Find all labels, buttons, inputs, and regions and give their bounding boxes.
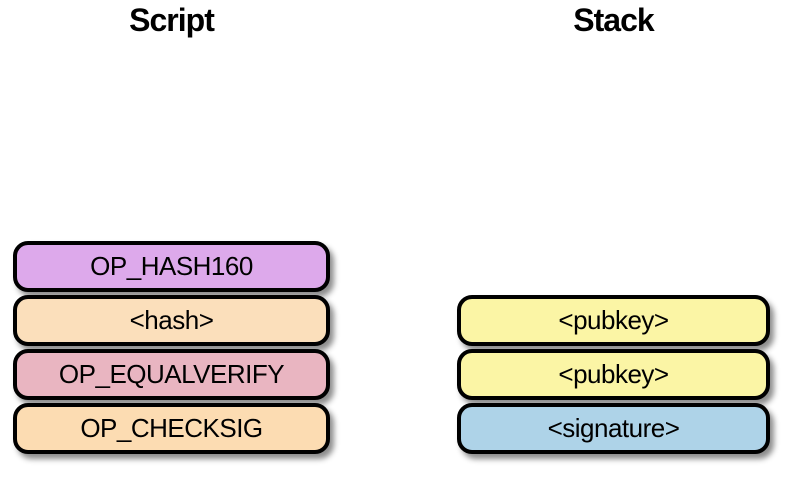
stack-column-title: Stack xyxy=(573,2,654,38)
stack-box-stack: <pubkey> <pubkey> <signature> xyxy=(457,295,770,454)
stack-pubkey-top-box: <pubkey> xyxy=(457,295,770,346)
script-hash-operand-box: <hash> xyxy=(13,295,330,346)
stack-signature-box: <signature> xyxy=(457,403,770,454)
stack-pubkey-middle-box: <pubkey> xyxy=(457,349,770,400)
script-op-hash160-box: OP_HASH160 xyxy=(13,241,330,292)
script-op-equalverify-box: OP_EQUALVERIFY xyxy=(13,349,330,400)
script-column-title: Script xyxy=(129,2,215,38)
script-op-checksig-box: OP_CHECKSIG xyxy=(13,403,330,454)
script-box-stack: OP_HASH160 <hash> OP_EQUALVERIFY OP_CHEC… xyxy=(13,241,330,454)
